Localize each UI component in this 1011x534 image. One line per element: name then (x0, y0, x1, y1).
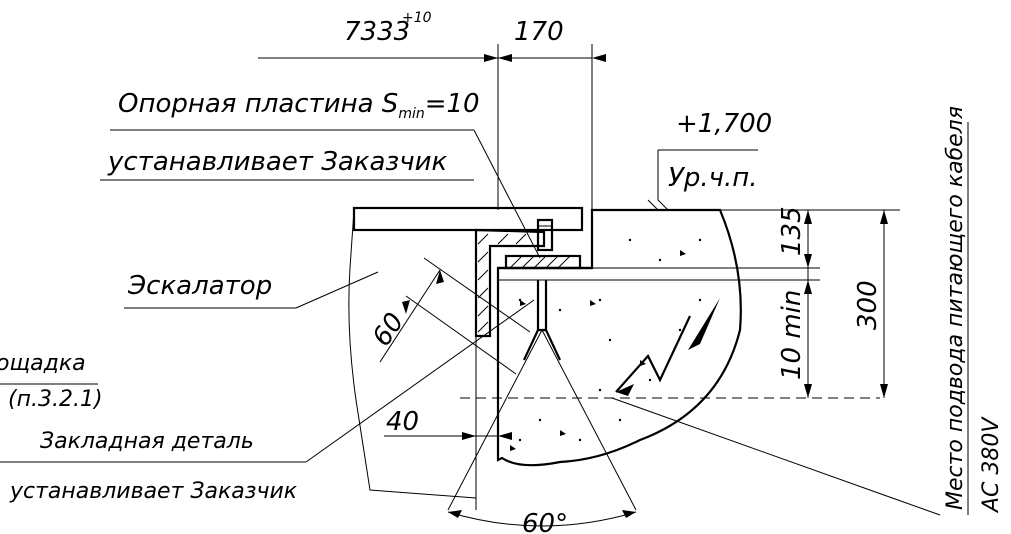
dim-135: 135 (777, 206, 807, 256)
dim-10min: 10 min (777, 290, 807, 380)
angle-label: 60° (522, 509, 568, 534)
bracket-hatch (477, 233, 527, 333)
platform-label: ощадка (0, 351, 86, 376)
concrete-texture (510, 238, 702, 451)
embed-label: Закладная деталь (40, 429, 254, 454)
escalator-contour (348, 209, 477, 499)
escalator-label: Эскалатор (127, 271, 272, 301)
angle-arc (447, 511, 637, 527)
dim-top-gap: 170 (514, 17, 564, 47)
level-name: Ур.ч.п. (668, 163, 758, 193)
cable-arrow-icon (615, 315, 691, 393)
dim-300: 300 (853, 280, 883, 330)
concrete-slab (496, 208, 742, 467)
anchor (523, 280, 561, 361)
dim-top-tol: +10 (402, 10, 432, 26)
bolt (536, 218, 554, 252)
dim-top-length: 7333 (344, 17, 410, 47)
platform-ref: (п.3.2.1) (8, 387, 103, 412)
escalator-top-plate (352, 206, 584, 232)
level-value: +1,700 (676, 109, 772, 139)
angle-bracket (474, 228, 546, 338)
plate-note: устанавливает Заказчик (107, 147, 448, 177)
dim-40: 40 (386, 407, 419, 437)
plate-label: Опорная пластина Smin=10 (118, 89, 480, 122)
voltage-label: AC 380V (979, 416, 1004, 514)
cable-note: Место подвода питающего кабеля (943, 106, 968, 510)
embed-note: устанавливает Заказчик (9, 479, 298, 504)
dim-60: 60 (367, 308, 410, 352)
support-plate-hatch (509, 255, 571, 269)
